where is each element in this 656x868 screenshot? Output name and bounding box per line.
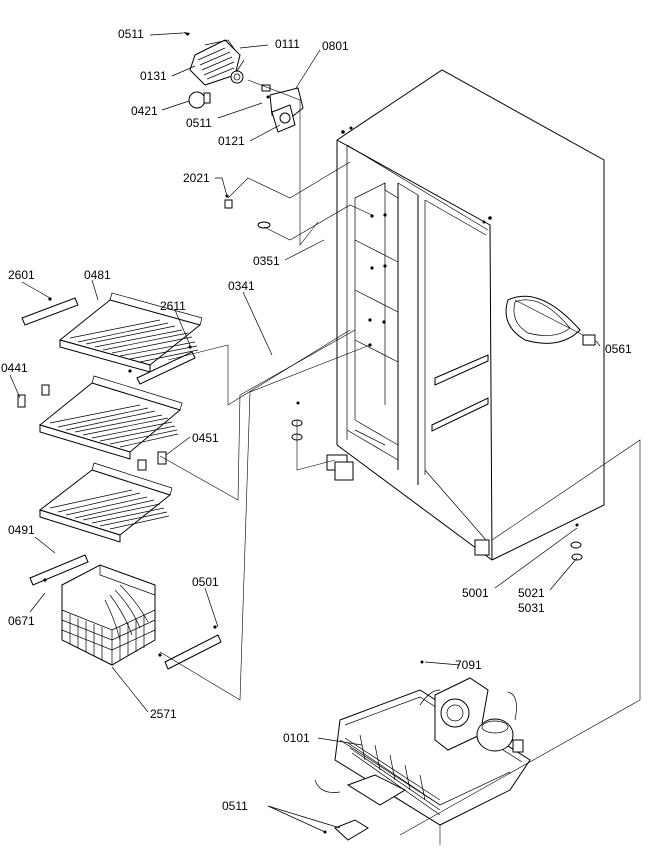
label-2021: 2021	[183, 171, 210, 185]
label-0111: 0111	[275, 37, 300, 51]
label-5001: 5001	[462, 586, 489, 600]
label-0481: 0481	[84, 268, 111, 282]
label-0131: 0131	[140, 69, 167, 83]
label-0451: 0451	[192, 431, 219, 445]
label-0511-mid: 0511	[186, 116, 212, 130]
shelf-middle-0441	[17, 375, 183, 471]
label-5031: 5031	[518, 601, 545, 615]
leveler-parts	[291, 401, 583, 561]
label-0801: 0801	[322, 39, 349, 53]
shelf-lower	[38, 462, 173, 543]
freezer-basket-2571	[29, 554, 222, 670]
leader-lines	[9, 32, 601, 833]
label-0511-top: 0511	[118, 27, 144, 41]
label-2601: 2601	[8, 268, 35, 282]
label-0511-bottom: 0511	[222, 799, 248, 813]
part-labels: 0511 0111 0801 0131 0421 0511 0121 2021 …	[1, 27, 632, 813]
lamp-lens-0561	[505, 295, 596, 346]
label-7091: 7091	[455, 658, 482, 672]
label-0421: 0421	[131, 104, 158, 118]
machine-compartment-0101	[314, 660, 531, 841]
label-0121: 0121	[218, 134, 245, 148]
shelf-upper-2601	[21, 292, 203, 385]
label-5021: 5021	[518, 586, 545, 600]
label-2571: 2571	[150, 707, 177, 721]
light-fan-assembly	[183, 32, 304, 229]
label-0351: 0351	[253, 254, 280, 268]
cabinet	[326, 69, 605, 561]
guide-lines	[159, 79, 641, 845]
label-0101: 0101	[283, 731, 310, 745]
label-0561: 0561	[605, 342, 632, 356]
label-0491: 0491	[8, 523, 35, 537]
label-2611: 2611	[160, 299, 186, 313]
label-0441: 0441	[1, 361, 28, 375]
label-0671: 0671	[8, 614, 35, 628]
label-0341: 0341	[228, 279, 255, 293]
label-0501: 0501	[192, 575, 219, 589]
